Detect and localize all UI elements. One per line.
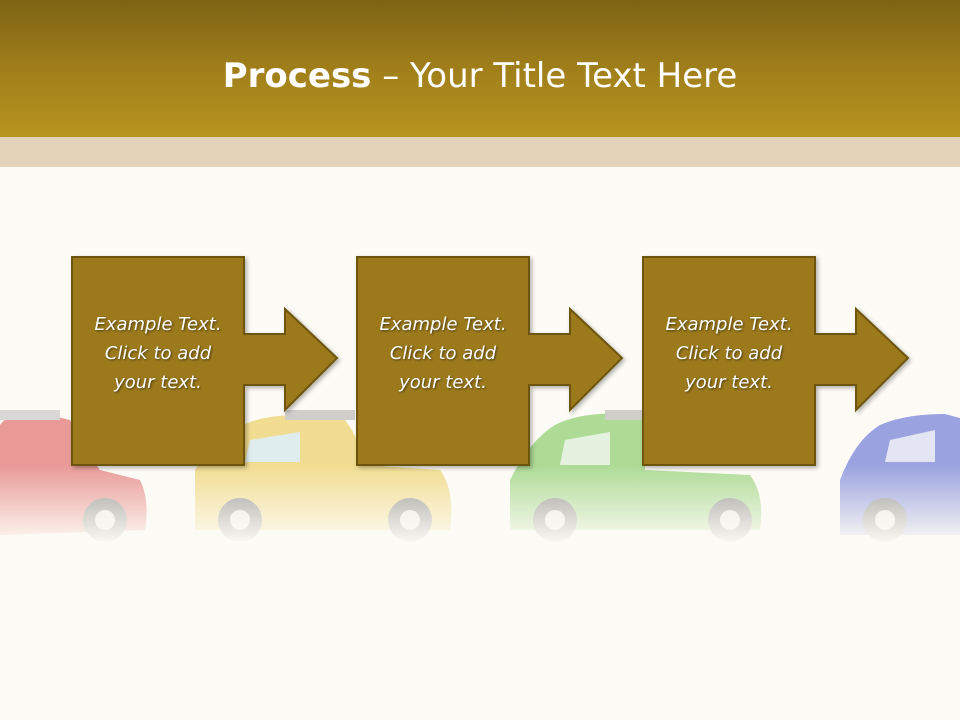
step-2-line-1: Example Text. [379, 314, 507, 335]
step-3-line-3: your text. [685, 372, 773, 393]
step-2-line-2: Click to add [389, 343, 497, 364]
process-step-1-text[interactable]: Example Text. Click to add your text. [72, 310, 244, 397]
process-step-1-shape [71, 256, 339, 466]
process-step-3-text[interactable]: Example Text. Click to add your text. [643, 310, 815, 397]
step-1-line-3: your text. [114, 372, 202, 393]
step-3-line-2: Click to add [675, 343, 783, 364]
step-1-line-1: Example Text. [94, 314, 222, 335]
title-rest: – Your Title Text Here [371, 56, 738, 96]
process-step-2-shape [356, 256, 624, 466]
title-bar [0, 0, 960, 137]
process-step-2-text[interactable]: Example Text. Click to add your text. [357, 310, 529, 397]
title-bold: Process [222, 56, 372, 96]
step-2-line-3: your text. [399, 372, 487, 393]
slide-title[interactable]: Process – Your Title Text Here [0, 54, 960, 98]
step-3-line-1: Example Text. [665, 314, 793, 335]
process-step-3-shape [642, 256, 910, 466]
accent-band [0, 137, 960, 167]
step-1-line-2: Click to add [104, 343, 212, 364]
